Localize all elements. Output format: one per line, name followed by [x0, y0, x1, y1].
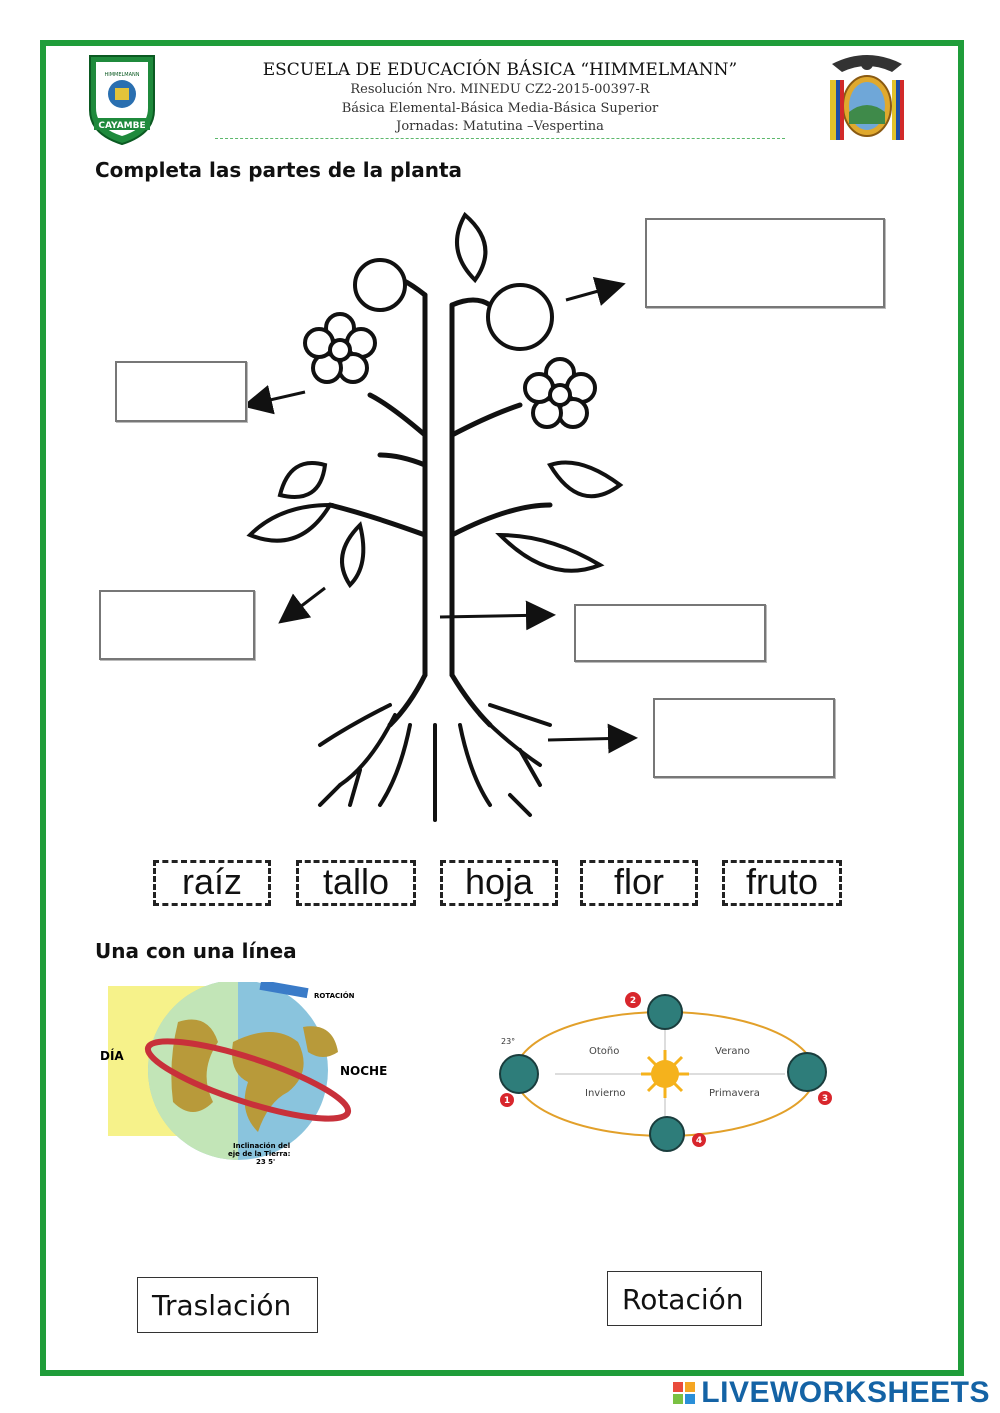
inclinacion-text-2: eje de la Tierra:: [228, 1150, 291, 1158]
word-tallo[interactable]: tallo: [296, 860, 416, 906]
logo-name-text: HIMMELMANN: [104, 72, 139, 78]
brand-text: LIVEWORKSHEETS: [701, 1376, 990, 1409]
orbit-number-4: 4: [696, 1136, 702, 1146]
shifts-text: Jornadas: Matutina –Vespertina: [396, 119, 604, 134]
orbit-number-2: 2: [630, 996, 636, 1006]
word-flor[interactable]: flor: [580, 860, 698, 906]
word-hoja[interactable]: hoja: [440, 860, 558, 906]
logo-city-text: CAYAMBE: [98, 121, 145, 131]
answer-box-flor[interactable]: [115, 361, 247, 422]
school-logo: CAYAMBE HIMMELMANN: [89, 55, 155, 146]
rotacion-tag: ROTACIÓN: [314, 991, 355, 1000]
answer-box-raiz[interactable]: [653, 698, 835, 778]
coat-of-arms-icon: [830, 55, 904, 140]
orbit-number-3: 3: [822, 1094, 828, 1104]
inclinacion-text-3: 23 5': [256, 1158, 275, 1166]
answer-box-hoja[interactable]: [99, 590, 255, 660]
resolution-text: Resolución Nro. MINEDU CZ2-2015-00397-R: [350, 82, 650, 97]
arrows-layer: [242, 276, 638, 754]
season-otono: Otoño: [589, 1046, 619, 1057]
word-raiz[interactable]: raíz: [153, 860, 271, 906]
dia-text: DÍA: [100, 1048, 124, 1063]
season-primavera: Primavera: [709, 1088, 760, 1099]
liveworksheets-logo-icon: [673, 1382, 696, 1404]
header-divider: [215, 138, 785, 139]
earth-rotation-image: ROTACIÓN DÍA NOCHE Inclinación del eje d…: [100, 982, 387, 1166]
page-frame: [40, 40, 964, 1376]
section-title-match: Una con una línea: [95, 939, 297, 963]
season-invierno: Invierno: [585, 1088, 626, 1099]
label-traslacion[interactable]: Traslación: [137, 1277, 318, 1333]
levels-text: Básica Elemental-Básica Media-Básica Sup…: [341, 101, 659, 116]
earth-translation-image: 2 1 3 4 Otoño Verano Invierno Primavera …: [499, 992, 832, 1152]
header: CAYAMBE HIMMELMANN ESCUELA DE EDUCACIÓN …: [0, 0, 1000, 160]
liveworksheets-brand[interactable]: LIVEWORKSHEETS: [673, 1376, 990, 1410]
season-verano: Verano: [715, 1046, 750, 1057]
orbit-number-1: 1: [504, 1096, 510, 1106]
inclinacion-text-1: Inclinación del: [233, 1142, 290, 1150]
answer-box-fruto[interactable]: [645, 218, 885, 308]
section-title-plant: Completa las partes de la planta: [95, 158, 463, 182]
answer-box-tallo[interactable]: [574, 604, 766, 662]
word-fruto[interactable]: fruto: [722, 860, 842, 906]
tilt-angle-text: 23°: [501, 1037, 515, 1046]
label-rotacion[interactable]: Rotación: [607, 1271, 762, 1326]
noche-text: NOCHE: [340, 1064, 387, 1078]
school-name: ESCUELA DE EDUCACIÓN BÁSICA “HIMMELMANN”: [262, 60, 738, 80]
plant-illustration: [246, 211, 624, 822]
